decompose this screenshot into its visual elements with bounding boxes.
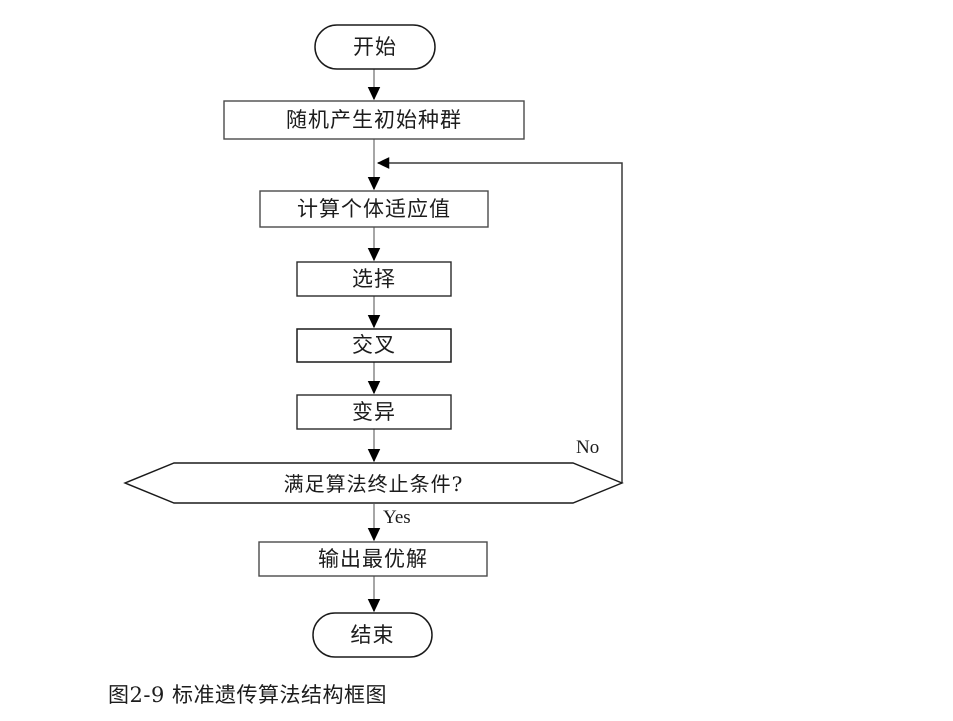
- node-end[interactable]: [312, 612, 433, 658]
- node-decision[interactable]: [123, 462, 624, 504]
- node-output[interactable]: [258, 541, 488, 577]
- node-fitness-label: 计算个体适应值: [297, 196, 451, 221]
- node-fitness[interactable]: [259, 190, 489, 228]
- node-crossover-label: 交叉: [352, 333, 396, 357]
- node-select-label: 选择: [352, 266, 396, 291]
- edge-label-no: No: [576, 437, 600, 458]
- node-init[interactable]: [223, 100, 525, 140]
- node-mutate[interactable]: [296, 394, 452, 430]
- node-decision-label: 满足算法终止条件?: [283, 471, 464, 496]
- node-start-label: 开始: [353, 34, 397, 59]
- figure-caption: 图2-9 标准遗传算法结构框图: [108, 683, 387, 707]
- node-init-label: 随机产生初始种群: [286, 107, 462, 132]
- node-start[interactable]: [314, 24, 436, 70]
- node-mutate-label: 变异: [352, 399, 396, 424]
- node-end-label: 结束: [350, 622, 395, 647]
- edge-label-yes: Yes: [383, 507, 411, 528]
- connector-no-feedback-loop: [376, 157, 623, 483]
- node-crossover[interactable]: [296, 328, 452, 363]
- node-output-label: 输出最优解: [318, 546, 428, 571]
- node-select[interactable]: [296, 261, 452, 297]
